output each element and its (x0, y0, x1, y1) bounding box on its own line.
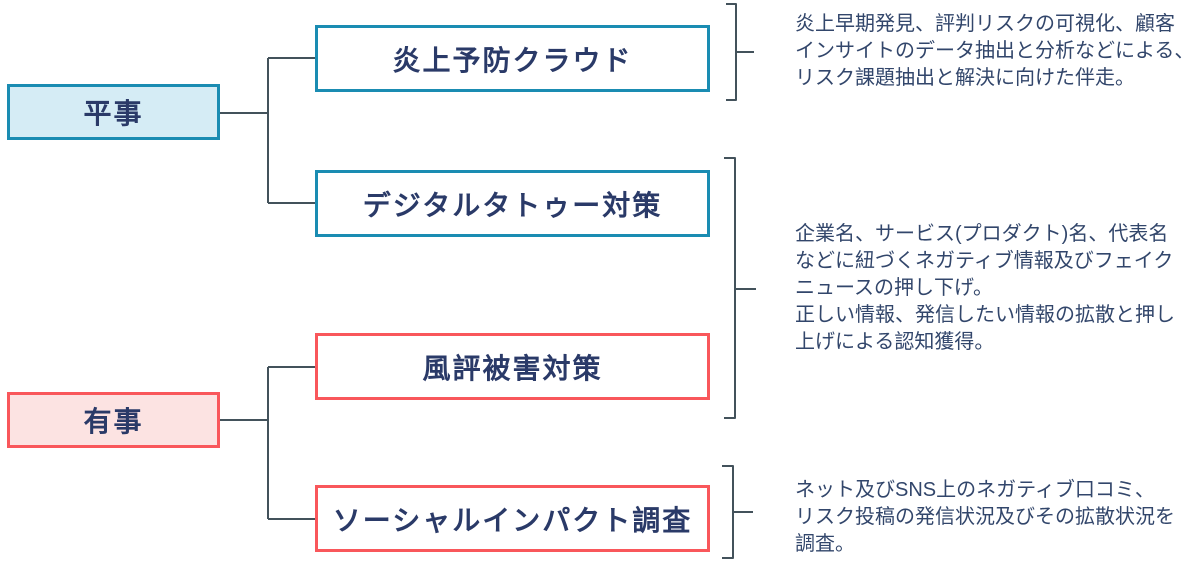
description-line: リスク投稿の発信状況及びその拡散状況を (795, 506, 1175, 528)
service-label: 炎上予防クラウド (392, 44, 633, 76)
service-label: デジタルタトゥー対策 (362, 189, 663, 221)
service-box-digital-tattoo: デジタルタトゥー対策 (315, 170, 710, 237)
brace-icon-bottom (722, 465, 753, 559)
service-box-reputation-damage: 風評被害対策 (315, 333, 710, 400)
connector-normal-times (220, 57, 315, 204)
description-line: 正しい情報、発信したい情報の拡散と押し (795, 304, 1175, 326)
service-label: 風評被害対策 (422, 352, 603, 384)
brace-icon-top (726, 3, 754, 101)
service-box-flame-prevention-cloud: 炎上予防クラウド (315, 25, 710, 92)
category-box-crisis-times: 有事 (7, 392, 220, 448)
service-box-social-impact-survey: ソーシャルインパクト調査 (315, 485, 710, 552)
brace-icon-middle (724, 157, 756, 419)
description-line: インサイトのデータ抽出と分析などによる、 (795, 40, 1195, 62)
description-social-impact: ネット及びSNS上のネガティブ口コミ、 リスク投稿の発信状況及びその拡散状況を … (795, 477, 1175, 558)
description-line: ニュースの押し下げ。 (795, 277, 993, 299)
description-line: などに紐づくネガティブ情報及びフェイク (795, 250, 1174, 272)
description-flame-prevention: 炎上早期発見、評判リスクの可視化、顧客 インサイトのデータ抽出と分析などによる、… (795, 11, 1194, 92)
description-line: 上げによる認知獲得。 (795, 331, 995, 353)
service-label: ソーシャルインパクト調査 (332, 504, 693, 536)
connector-crisis-times (220, 366, 316, 520)
description-line: 炎上早期発見、評判リスクの可視化、顧客 (795, 13, 1175, 35)
description-suppression-awareness: 企業名、サービス(プロダクト)名、代表名 などに紐づくネガティブ情報及びフェイク… (795, 221, 1175, 356)
description-line: ネット及びSNS上のネガティブ口コミ、 (795, 479, 1155, 501)
category-label: 平事 (83, 98, 144, 129)
category-box-normal-times: 平事 (7, 84, 220, 140)
description-line: 企業名、サービス(プロダクト)名、代表名 (795, 223, 1169, 245)
description-line: リスク課題抽出と解決に向けた伴走。 (795, 67, 1135, 89)
category-label: 有事 (83, 406, 144, 437)
description-line: 調査。 (795, 533, 855, 555)
